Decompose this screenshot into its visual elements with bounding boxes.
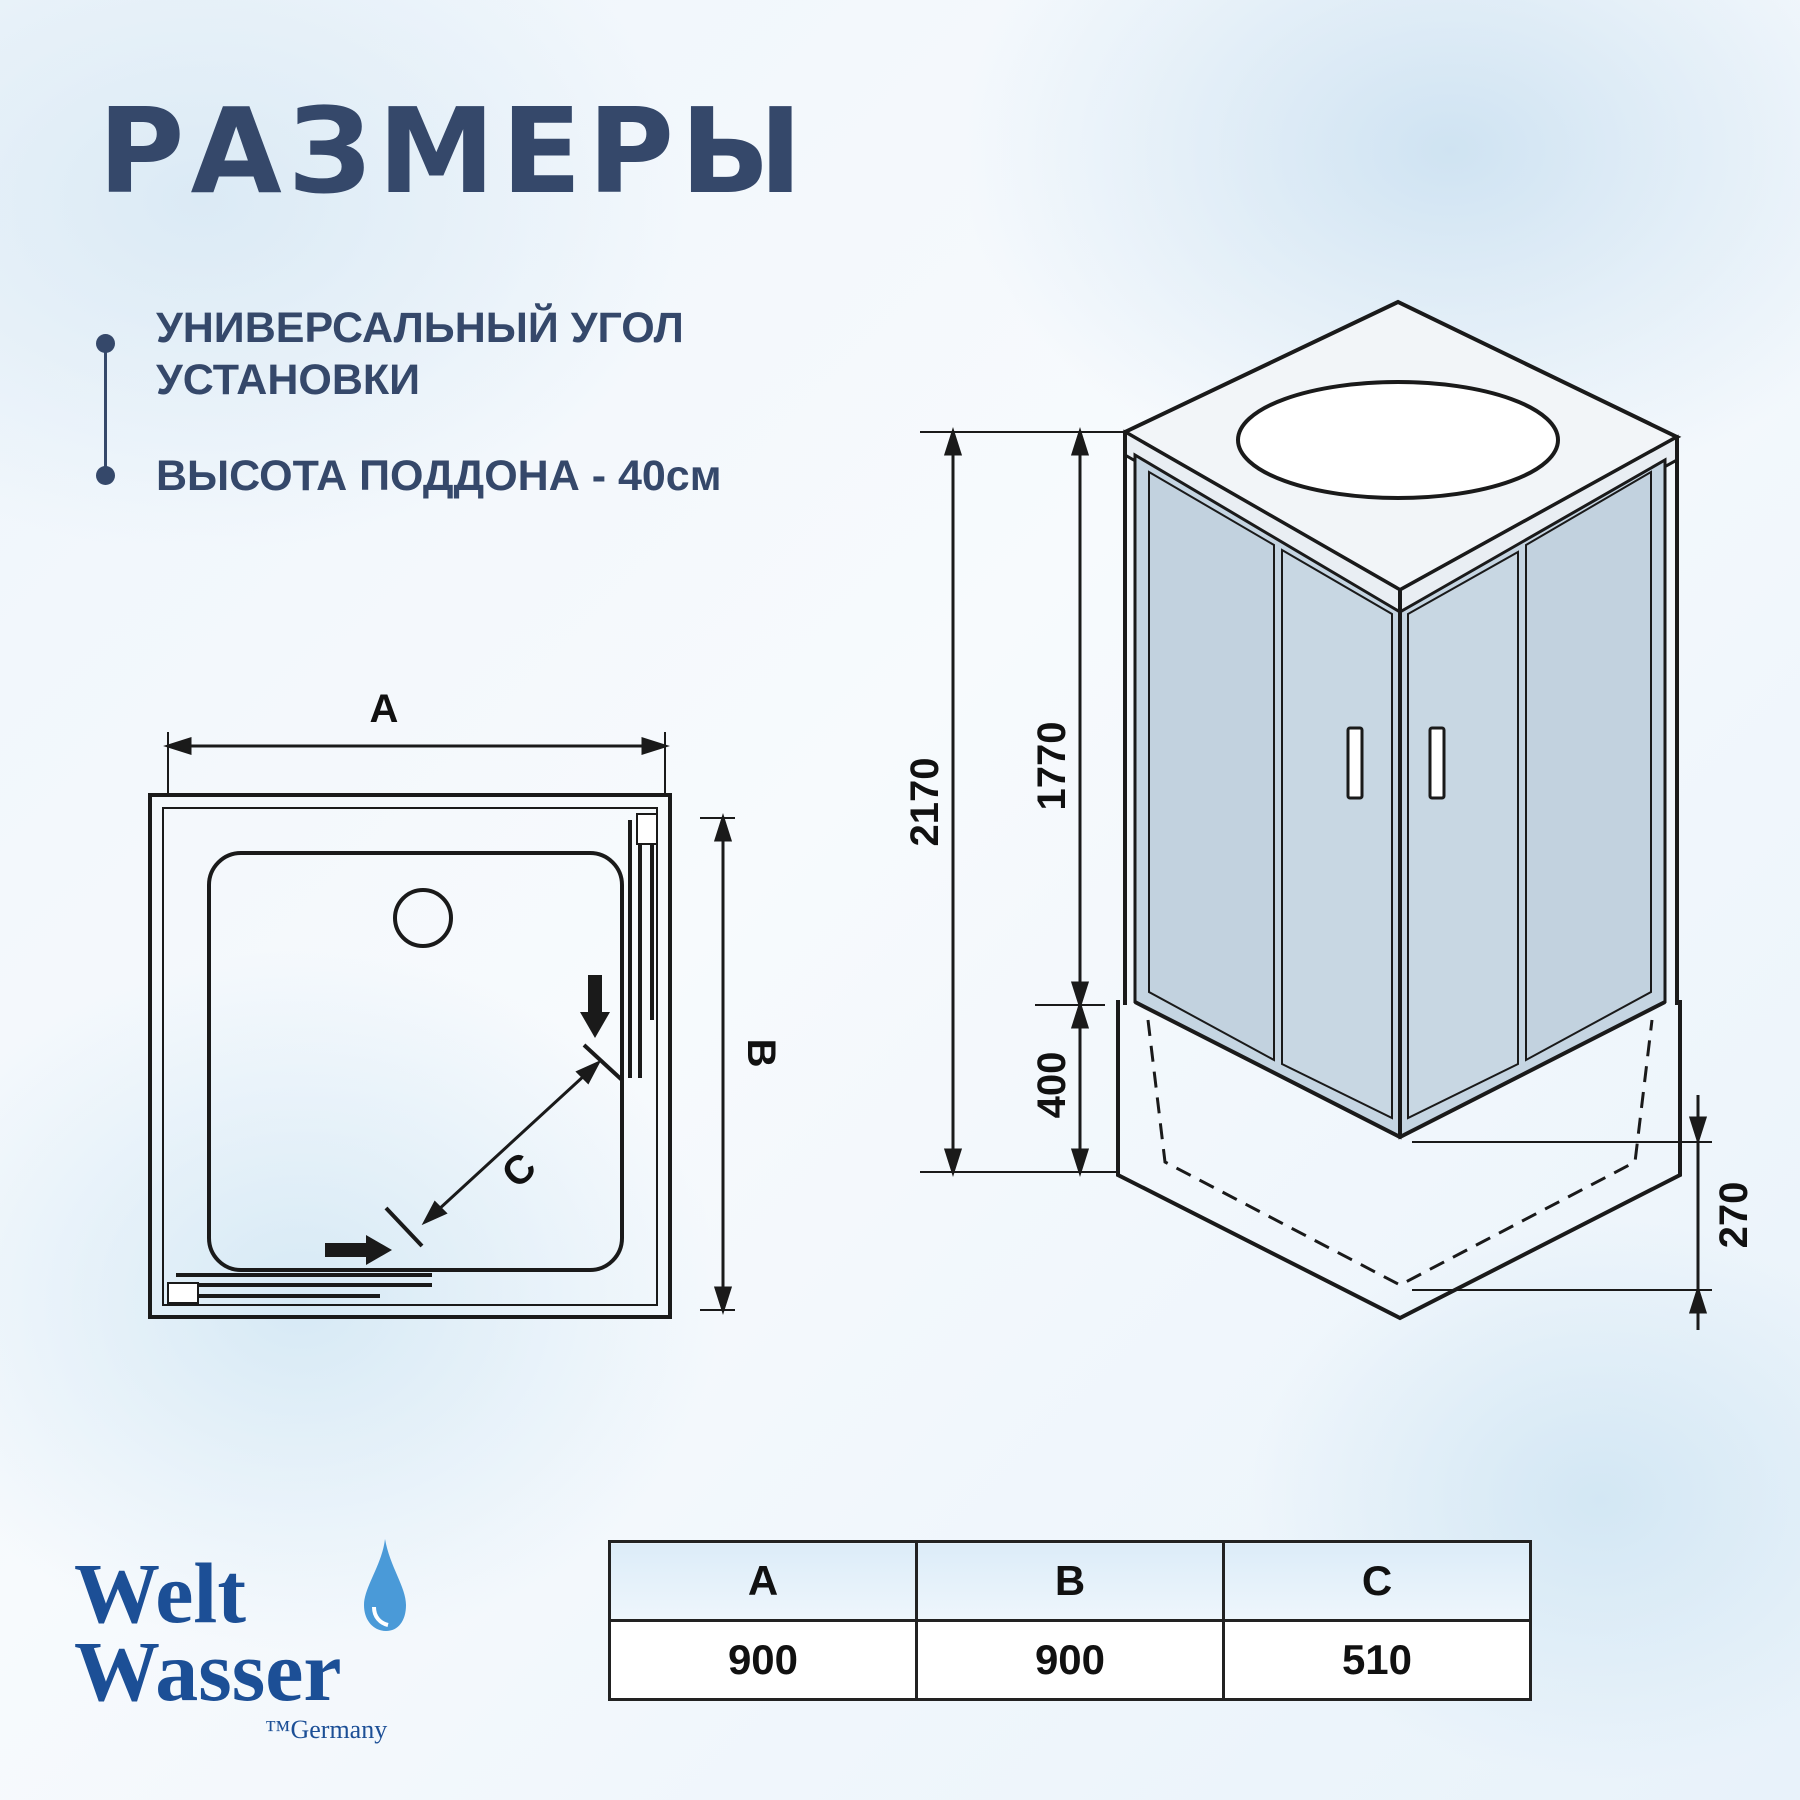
- dimensions-value-row: 900 900 510: [608, 1619, 1532, 1701]
- glass-panel-right-2: [1525, 470, 1652, 1062]
- label-tray-height: 400: [1030, 1052, 1074, 1119]
- header-cell-a: A: [608, 1540, 918, 1622]
- arrow-c-top-icon: [575, 1059, 602, 1085]
- bullet-dot-2: [96, 466, 115, 485]
- glass-panel-left-1: [1148, 470, 1275, 1062]
- label-total-height: 2170: [903, 758, 947, 847]
- door-handle-right: [1428, 726, 1446, 800]
- arrow-tray-bottom-icon: [1070, 1148, 1090, 1177]
- arrow-total-bottom-icon: [943, 1148, 963, 1177]
- door-edge-c-top: [582, 1043, 624, 1082]
- arrow-b-bottom-icon: [713, 1286, 733, 1315]
- feature-item-1-line1: УНИВЕРСАЛЬНЫЙ УГОЛ: [156, 304, 684, 352]
- feature-list: УНИВЕРСАЛЬНЫЙ УГОЛ УСТАНОВКИ ВЫСОТА ПОДД…: [86, 300, 906, 500]
- brand-word-wasser: Wasser: [74, 1623, 342, 1719]
- door-arrow-down-icon: [580, 975, 610, 1038]
- value-cell-c: 510: [1222, 1619, 1532, 1701]
- arrow-offset-top-icon: [1688, 1116, 1708, 1145]
- drain-icon: [393, 888, 453, 948]
- plan-basin: [207, 851, 624, 1272]
- arrow-cabin-top-icon: [1070, 427, 1090, 456]
- feature-item-1-line2: УСТАНОВКИ: [156, 356, 421, 404]
- arrow-b-top-icon: [713, 813, 733, 842]
- glass-panel-left-2: [1281, 548, 1393, 1120]
- header-cell-b: B: [915, 1540, 1225, 1622]
- arrow-total-top-icon: [943, 427, 963, 456]
- door-hinge-top: [636, 813, 658, 845]
- header-cell-c: C: [1222, 1540, 1532, 1622]
- label-offset-height: 270: [1712, 1182, 1756, 1249]
- plan-tray-outline: [148, 793, 672, 1319]
- plan-view: [148, 732, 735, 1319]
- door-hinge-left: [167, 1282, 199, 1304]
- door-handle-left: [1346, 726, 1364, 800]
- value-cell-b: 900: [915, 1619, 1225, 1701]
- water-drop-icon: [364, 1539, 406, 1631]
- label-b: B: [739, 1039, 783, 1068]
- tray-base-outline: [1116, 1000, 1682, 1321]
- dimensions-table: A B C 900 900 510: [608, 1540, 1532, 1701]
- plan-tray-inner: [162, 807, 658, 1306]
- feature-item-2: ВЫСОТА ПОДДОНА - 40см: [156, 452, 722, 500]
- ceiling-shower-icon: [1236, 380, 1560, 500]
- dimension-line-c: [423, 1061, 600, 1224]
- arrow-a-left-icon: [163, 736, 192, 756]
- label-cabin-height: 1770: [1030, 722, 1074, 811]
- glass-panel-right-1: [1407, 550, 1519, 1120]
- door-edge-c-bottom: [384, 1206, 424, 1248]
- arrow-offset-bottom-icon: [1688, 1285, 1708, 1314]
- door-arrow-right-icon: [325, 1235, 392, 1265]
- arrow-cabin-bottom-icon: [1070, 981, 1090, 1010]
- tray-top-edge: [1134, 1000, 1666, 1140]
- label-a: A: [370, 687, 399, 731]
- elevation-view: [920, 299, 1712, 1330]
- page-title: РАЗМЕРЫ: [98, 82, 809, 220]
- brand-logo: Welt Wasser ™Germany: [70, 1535, 470, 1765]
- bullet-connector-line: [104, 344, 107, 484]
- arrow-tray-top-icon: [1070, 1000, 1090, 1029]
- value-cell-a: 900: [608, 1619, 918, 1701]
- brand-word-welt: Welt: [74, 1545, 246, 1641]
- feature-item-1: УНИВЕРСАЛЬНЫЙ УГОЛ УСТАНОВКИ: [156, 302, 684, 406]
- brand-tagline: ™Germany: [265, 1715, 388, 1744]
- bullet-dot-1: [96, 334, 115, 353]
- arrow-a-right-icon: [641, 736, 670, 756]
- dimensions-header-row: A B C: [608, 1540, 1532, 1622]
- arrow-c-bottom-icon: [421, 1200, 448, 1226]
